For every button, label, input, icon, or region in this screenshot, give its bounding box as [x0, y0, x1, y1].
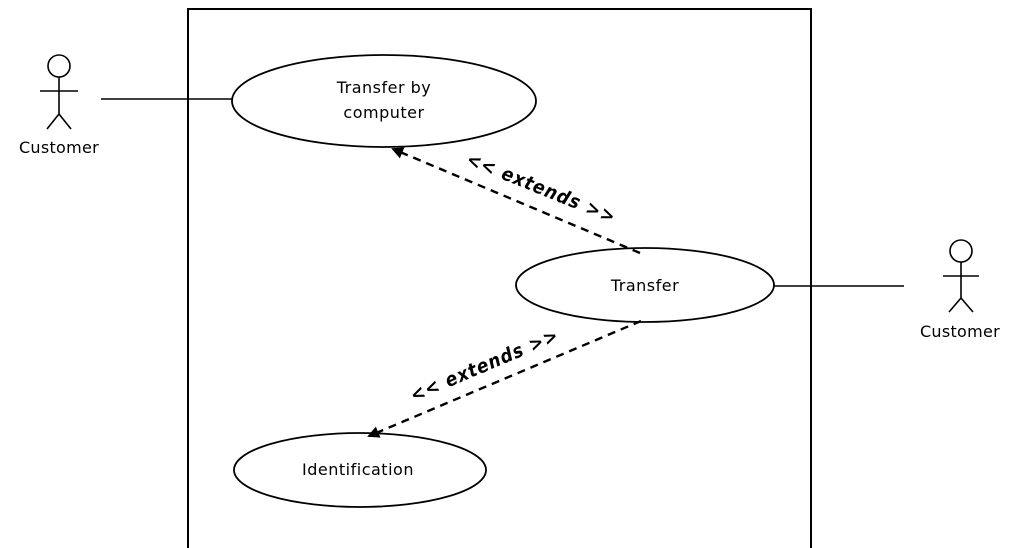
extends-arrow	[367, 319, 642, 438]
use-case-label: Transfer by	[336, 78, 432, 97]
stereotype-label: << extends >>	[463, 148, 619, 228]
stick-figure-icon	[943, 239, 979, 313]
actor-label: Customer	[19, 138, 99, 157]
use-case-transfer: Transfer	[515, 247, 775, 323]
use-case-label: Transfer	[610, 276, 679, 295]
use-case-transfer-by-computer: Transfer by computer	[231, 54, 537, 148]
extends-arrow	[391, 147, 641, 255]
stick-figure-icon	[40, 54, 78, 130]
actor-customer-left: Customer	[19, 54, 99, 157]
system-boundary	[187, 8, 812, 548]
use-case-ellipse	[233, 432, 487, 508]
stereotype-label: << extends >>	[407, 324, 562, 406]
actor-customer-right: Customer	[920, 239, 1000, 341]
actor-label: Customer	[920, 322, 1000, 341]
use-case-identification: Identification	[233, 432, 487, 508]
use-case-ellipse	[515, 247, 775, 323]
use-case-ellipse	[231, 54, 537, 148]
use-case-label: computer	[343, 103, 424, 122]
use-case-label: Identification	[302, 460, 414, 479]
